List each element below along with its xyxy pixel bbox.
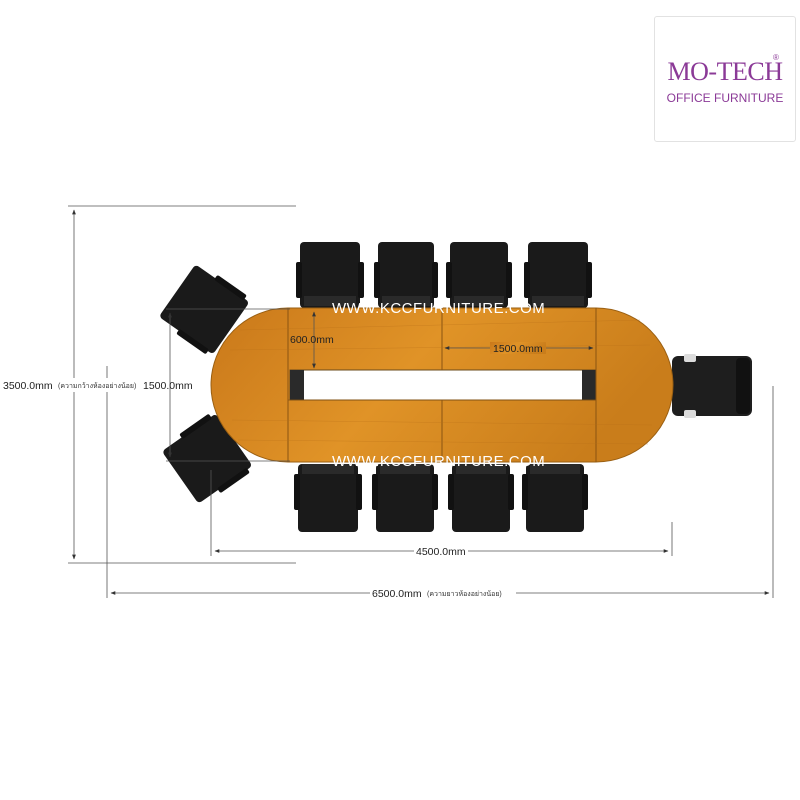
table-depth-label: 1500.0mm <box>143 380 193 392</box>
chair <box>372 464 438 532</box>
chair <box>522 464 588 532</box>
chair <box>163 414 251 503</box>
room-depth-note: (ความกว้างห้องอย่างน้อย) <box>58 382 136 390</box>
chair <box>446 242 512 308</box>
logo-name: MO-TECH <box>667 57 783 86</box>
chair <box>294 464 362 532</box>
chair <box>524 242 592 308</box>
table-length-label: 4500.0mm <box>416 546 466 558</box>
logo-subtitle: OFFICE FURNITURE <box>666 91 784 105</box>
chairs-bottom-row <box>294 464 588 532</box>
segment-depth-label: 600.0mm <box>290 334 334 346</box>
watermark-bottom: WWW.KCCFURNITURE.COM <box>332 453 545 470</box>
chair-right-end <box>672 354 752 418</box>
brand-logo: MO-TECH ® OFFICE FURNITURE <box>654 16 796 142</box>
chair <box>160 265 248 354</box>
chair <box>296 242 364 308</box>
chairs-top-row <box>296 242 592 308</box>
chair <box>374 242 438 308</box>
chairs-left-end <box>160 265 251 503</box>
segment-length-label: 1500.0mm <box>493 343 543 355</box>
room-length-label: 6500.0mm <box>372 588 422 600</box>
watermark-top: WWW.KCCFURNITURE.COM <box>332 300 545 317</box>
room-length-note: (ความยาวห้องอย่างน้อย) <box>427 590 502 598</box>
conference-table <box>210 307 674 463</box>
room-depth-label: 3500.0mm <box>3 380 53 392</box>
chair <box>448 464 514 532</box>
logo-registered-mark: ® <box>773 53 779 62</box>
